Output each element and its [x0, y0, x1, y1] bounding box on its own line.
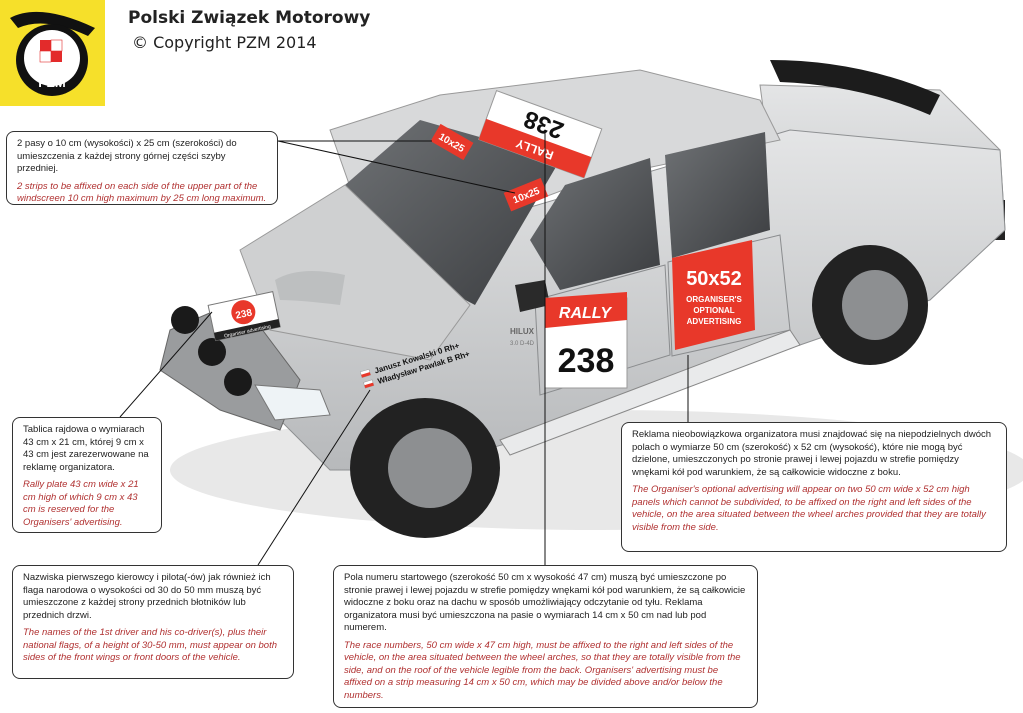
door-rally-text: RALLY [559, 305, 612, 322]
callout-rally-plate-en: Rally plate 43 cm wide x 21 cm high of w… [23, 479, 139, 528]
page-title: Polski Związek Motorowy [128, 8, 371, 28]
callout-optional-ads-pl: Reklama nieobowiązkowa organizatora musi… [632, 429, 992, 478]
callout-names-en: The names of the 1st driver and his co-d… [23, 627, 278, 663]
leader-windscreen-2 [277, 140, 516, 194]
door-number-text: 238 [558, 342, 615, 380]
headlight [254, 384, 331, 421]
leader-rally-plate [119, 311, 213, 418]
hood-scoop [275, 271, 345, 305]
side-mirror [515, 280, 550, 312]
callout-names: Nazwiska pierwszego kierowcy i pilota(-ó… [12, 565, 294, 679]
side-step [499, 329, 801, 456]
pzm-logo: PZM [0, 0, 105, 106]
logo-text: PZM [38, 75, 65, 90]
callout-optional-ads: Reklama nieobowiązkowa organizatora musi… [621, 422, 1007, 552]
callout-numbers: Pola numeru startowego (szerokość 50 cm … [333, 565, 758, 708]
callout-rally-plate-pl: Tablica rajdowa o wymiarach 43 cm x 21 c… [23, 424, 149, 473]
model-sub-text: 3.0 D-4D [510, 341, 535, 347]
callout-names-pl: Nazwiska pierwszego kierowcy i pilota(-ó… [23, 572, 271, 621]
spotlight-1 [171, 306, 199, 334]
hood-number-text: 238 [235, 307, 254, 321]
callout-numbers-en: The race numbers, 50 cm wide x 47 cm hig… [344, 639, 741, 701]
model-badge-text: HILUX [510, 327, 535, 336]
leader-names [257, 389, 371, 566]
door-number-plate: RALLY 238 [544, 292, 628, 389]
optional-advertising-panel: 50x52 ORGANISER'S OPTIONAL ADVERTISING [672, 240, 755, 350]
spotlight-2 [198, 338, 226, 366]
callout-optional-ads-en: The Organiser's optional advertising wil… [632, 484, 986, 533]
copyright-text: © Copyright PZM 2014 [132, 33, 317, 52]
front-side-window [530, 158, 660, 290]
roll-bar [770, 60, 940, 115]
panel-size-text: 50x52 [686, 268, 742, 290]
pzm-emblem-icon: PZM [10, 11, 95, 96]
callout-rally-plate: Tablica rajdowa o wymiarach 43 cm x 21 c… [12, 417, 162, 533]
callout-numbers-pl: Pola numeru startowego (szerokość 50 cm … [344, 572, 746, 633]
windscreen-sticker-right: 10x25 [503, 177, 549, 212]
spotlight-3 [224, 368, 252, 396]
panel-line2-text: OPTIONAL [693, 306, 734, 315]
panel-line3-text: ADVERTISING [687, 317, 742, 326]
callout-windscreen: 2 pasy o 10 cm (wysokości) x 25 cm (szer… [6, 131, 278, 205]
panel-line1-text: ORGANISER'S [686, 295, 742, 304]
leader-lines [119, 130, 689, 566]
rear-side-window [665, 132, 770, 258]
callout-windscreen-pl: 2 pasy o 10 cm (wysokości) x 25 cm (szer… [17, 138, 237, 174]
rear-rim [842, 270, 908, 340]
callout-windscreen-en: 2 strips to be affixed on each side of t… [17, 180, 267, 205]
front-door-outline [534, 264, 671, 396]
front-rim [388, 428, 472, 508]
